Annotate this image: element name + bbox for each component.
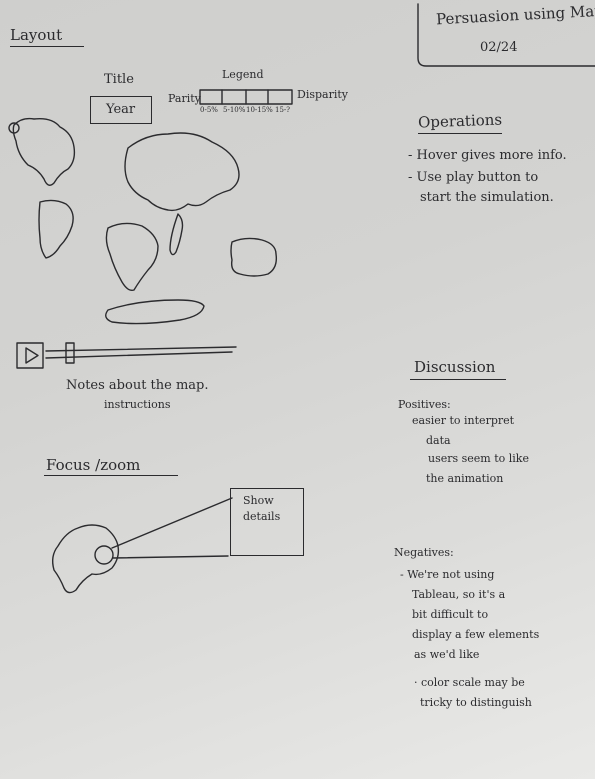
operation-item-2: - Use play button to — [408, 170, 539, 185]
negatives-line-5: as we'd like — [414, 648, 480, 661]
map-shape-antarctica — [105, 299, 205, 325]
slider-track-bottom — [45, 351, 233, 359]
positives-line-4: the animation — [426, 472, 504, 485]
header-card-border — [417, 3, 595, 67]
year-box — [90, 96, 152, 124]
negatives-line-6: · color scale may be — [414, 676, 525, 689]
layout-heading-underline — [10, 46, 84, 47]
show-details-panel — [230, 488, 304, 556]
zoom-region-outline — [51, 524, 120, 594]
negatives-line-4: display a few elements — [412, 628, 540, 641]
map-shape-australia — [230, 237, 278, 277]
legend-tick-2: 5-10% — [223, 106, 246, 114]
negatives-line-2: Tableau, so it's a — [412, 588, 506, 601]
zoom-line-bottom — [112, 555, 229, 559]
legend-disparity: Disparity — [297, 88, 348, 101]
map-shape-eurasia — [124, 132, 240, 212]
negatives-line-7: tricky to distinguish — [420, 696, 532, 709]
operations-heading: Operations — [417, 110, 503, 132]
legend-label: Legend — [222, 68, 264, 81]
play-button-frame — [16, 342, 44, 369]
legend-tick-4: 15-? — [275, 106, 291, 114]
discussion-underline — [410, 379, 506, 380]
map-shape-north-america — [12, 117, 76, 186]
slider-track-top — [45, 346, 237, 352]
play-icon — [25, 347, 39, 364]
show-details-line-2: details — [243, 510, 281, 523]
focus-zoom-underline — [44, 475, 178, 476]
map-title-label: Title — [104, 72, 134, 87]
legend-tick-3: 10-15% — [246, 106, 273, 114]
legend-parity: Parity — [168, 92, 201, 105]
layout-heading: Layout — [10, 26, 63, 44]
focus-zoom-heading: Focus /zoom — [46, 456, 141, 474]
map-shape-south-america — [38, 199, 74, 259]
map-shape-greenland — [8, 122, 20, 134]
map-shape-africa — [105, 222, 159, 292]
negatives-line-1: - We're not using — [400, 568, 495, 581]
operation-item-1: - Hover gives more info. — [408, 148, 567, 163]
map-instructions: instructions — [104, 398, 171, 411]
zoom-line-top — [111, 497, 233, 549]
year-label: Year — [106, 102, 136, 117]
map-shape-peninsula — [169, 213, 184, 256]
header-date: 02/24 — [480, 40, 518, 55]
positives-line-3: users seem to like — [428, 452, 529, 465]
show-details-line-1: Show — [243, 494, 274, 507]
legend-tick-1: 0-5% — [200, 106, 218, 114]
operation-item-2-cont: start the simulation. — [420, 190, 554, 205]
discussion-heading: Discussion — [414, 358, 496, 376]
operations-underline — [418, 133, 502, 134]
negatives-label: Negatives: — [394, 546, 454, 559]
zoom-focus-circle — [94, 545, 114, 565]
positives-line-1: easier to interpret — [412, 414, 515, 427]
positives-label: Positives: — [398, 398, 451, 411]
positives-line-2: data — [426, 434, 451, 447]
slider-handle — [65, 342, 75, 364]
negatives-line-3: bit difficult to — [412, 608, 489, 621]
map-notes: Notes about the map. — [66, 378, 209, 393]
